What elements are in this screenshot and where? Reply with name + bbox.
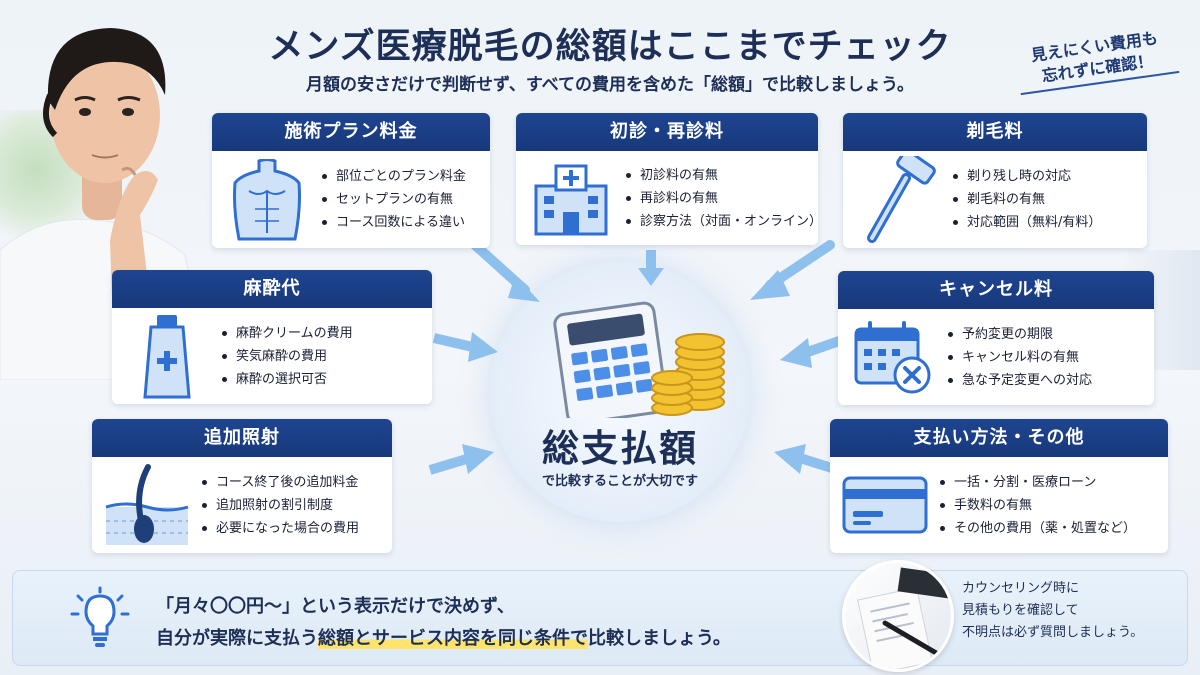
- list-item: 再診料の有無: [626, 187, 818, 210]
- list-item: 一括・分割・医療ローン: [940, 471, 1136, 494]
- cream-tube-icon: [143, 315, 191, 399]
- center-sub-label: で比較することが大切です: [541, 474, 698, 489]
- calculator-coins-icon: [553, 301, 725, 418]
- card-payment-method: 支払い方法・その他 一括・分割・医療ローン 手数料の有無 その他の費用（薬・処置…: [830, 419, 1168, 553]
- list-item: 診察方法（対面・オンライン）: [626, 210, 818, 233]
- card-title: 剃毛料: [843, 113, 1147, 151]
- banner-text-line2: 自分が実際に支払う総額とサービス内容を同じ条件で比較しましょう。: [156, 624, 731, 650]
- banner-highlight: 総額とサービス内容を同じ条件で: [318, 628, 588, 649]
- arrow-icon: [470, 240, 540, 302]
- card-title: 初診・再診料: [516, 113, 818, 151]
- page-subtitle: 月額の安さだけで判断せず、すべての費用を含めた「総額」で比較しましょう。: [306, 75, 914, 95]
- list-item: 手数料の有無: [940, 494, 1136, 517]
- list-item: セットプランの有無: [322, 188, 466, 211]
- photo-note-line3: 不明点は必ず質問しましょう。: [962, 625, 1144, 640]
- photo-note-line2: 見積もりを確認して: [962, 603, 1079, 618]
- thinking-man-illustration: [0, 28, 211, 380]
- card-treatment-plan: 施術プラン料金 部位ごとのプラン料金 セットプランの有無 コース回数による違い: [212, 113, 490, 248]
- list-item: 剃り残し時の対応: [953, 165, 1101, 188]
- list-item: 麻酔クリームの費用: [222, 322, 353, 345]
- center-total-label: 総支払額: [542, 427, 698, 470]
- banner-text-post: 比較しましょう。: [588, 628, 731, 649]
- credit-card-icon: [842, 476, 928, 534]
- card-title: 麻酔代: [112, 270, 432, 308]
- list-item: コース回数による違い: [322, 211, 466, 234]
- arrow-icon: [780, 335, 844, 368]
- list-item: 麻酔の選択可否: [222, 368, 353, 391]
- list-item: 予約変更の期限: [948, 323, 1092, 346]
- card-additional-irradiation: 追加照射 コース終了後の追加料金 追加照射の割引制度 必要になった場合の費用: [92, 419, 392, 553]
- bottom-banner: [12, 570, 1188, 666]
- list-item: 追加照射の割引制度: [202, 494, 359, 517]
- card-title: 追加照射: [92, 419, 392, 457]
- list-item: 剃毛料の有無: [953, 188, 1101, 211]
- photo-note-line1: カウンセリング時に: [962, 581, 1080, 596]
- list-item: 急な予定変更への対応: [948, 369, 1092, 392]
- list-item: キャンセル料の有無: [948, 346, 1092, 369]
- razor-icon: [867, 155, 936, 243]
- lightbulb-icon: [70, 586, 130, 647]
- hair-follicle-icon: [105, 464, 189, 545]
- arrow-icon: [432, 332, 498, 362]
- card-shaving-fee: 剃毛料 剃り残し時の対応 剃毛料の有無 対応範囲（無料/有料）: [843, 113, 1147, 248]
- card-consultation-fee: 初診・再診料 初診料の有無 再診料の有無 診察方法（対面・オンライン）: [516, 113, 818, 245]
- clinic-building-icon: [534, 164, 608, 236]
- card-title: キャンセル料: [838, 271, 1154, 309]
- banner-text-line1: 「月々〇〇円〜」という表示だけで決めず、: [156, 596, 515, 617]
- body-icon: [233, 158, 301, 240]
- page-title: メンズ医療脱毛の総額はここまでチェック: [268, 27, 952, 67]
- arrow-icon: [750, 240, 835, 300]
- calendar-cancel-icon: [854, 321, 931, 394]
- card-anesthesia-fee: 麻酔代 麻酔クリームの費用 笑気麻酔の費用 麻酔の選択可否: [112, 270, 432, 404]
- card-title: 支払い方法・その他: [830, 419, 1168, 457]
- list-item: 対応範囲（無料/有料）: [953, 211, 1101, 234]
- list-item: その他の費用（薬・処置など）: [940, 517, 1136, 540]
- arrow-icon: [428, 444, 494, 475]
- list-item: 初診料の有無: [626, 164, 818, 187]
- list-item: 部位ごとのプラン料金: [322, 165, 466, 188]
- card-title: 施術プラン料金: [212, 113, 490, 151]
- banner-text-pre: 自分が実際に支払う: [156, 628, 318, 649]
- list-item: コース終了後の追加料金: [202, 471, 359, 494]
- arrow-icon: [638, 250, 664, 286]
- card-cancellation-fee: キャンセル料 予約変更の期限 キャンセル料の有無 急な予定変更への対応: [838, 271, 1154, 405]
- list-item: 必要になった場合の費用: [202, 517, 359, 540]
- photo-note: カウンセリング時に 見積もりを確認して 不明点は必ず質問しましょう。: [962, 578, 1143, 644]
- estimate-document-photo: [842, 560, 954, 672]
- list-item: 笑気麻酔の費用: [222, 345, 353, 368]
